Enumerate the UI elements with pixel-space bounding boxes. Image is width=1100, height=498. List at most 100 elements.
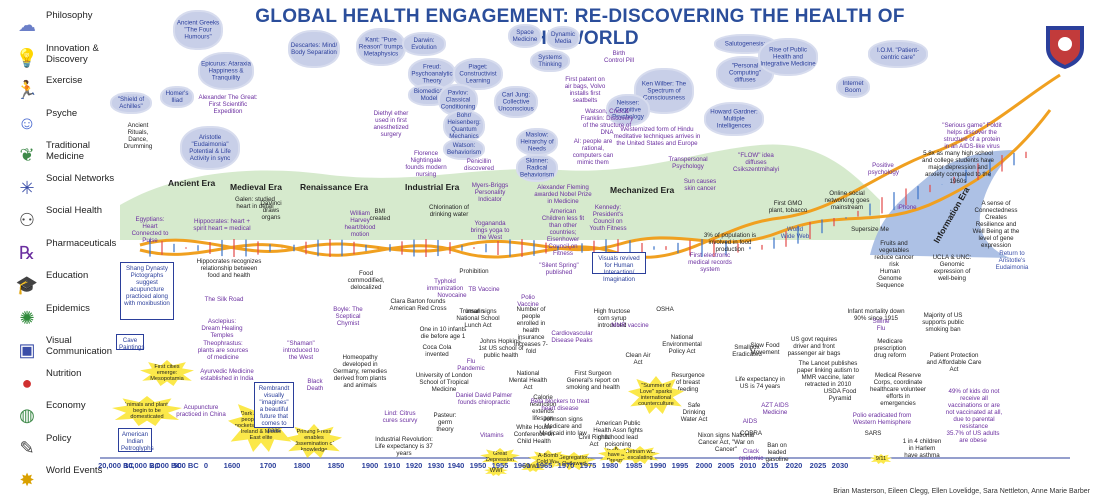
cloud-text: Pavlov: Classical Conditioning: [440, 89, 476, 111]
legend-label: Exercise: [46, 75, 83, 86]
era-industrial: Industrial Era: [405, 182, 460, 192]
legend-item: ▣Visual Communication: [0, 333, 112, 367]
cloud-text: Freud: Psychoanalytic Theory: [411, 63, 453, 85]
cloud-text: Skinner: Radical Behaviorism: [519, 157, 555, 179]
axis-year-label: 20,000 BC: [98, 461, 134, 470]
event-label: Patient Protection and Affordable Care A…: [926, 352, 982, 373]
event-label: 3% of population is involved in food pro…: [703, 232, 757, 253]
event-label: BMI created: [369, 208, 391, 222]
event-label: First electronic medical records system: [688, 252, 732, 273]
event-label: First GMO plant, tobacco: [768, 200, 808, 214]
event-label: OSHA: [656, 306, 674, 313]
cloud-text: Rise of Public Health and Integrative Me…: [760, 46, 816, 68]
axis-year-label: 1970: [557, 461, 575, 470]
event-label: Polio eradicated from Western Hemisphere: [852, 412, 912, 426]
philosophy-cloud: I.O.M. "Patient-centric care": [870, 42, 926, 66]
philosophy-cloud: Descartes: Mind/ Body Separation: [290, 32, 338, 66]
mortarboard-icon: 🎓: [15, 275, 39, 295]
event-label: World Wide Web: [780, 226, 810, 240]
axis-year-label: 1930: [427, 461, 445, 470]
event-label: Black Death: [306, 378, 324, 392]
world-event-burst: Great Depression: [480, 448, 520, 466]
philosophy-cloud: Rise of Public Health and Integrative Me…: [760, 40, 816, 74]
axis-year-label: 1995: [671, 461, 689, 470]
philosophy-cloud: Dynamic Media: [548, 28, 578, 48]
legend-item: 🏃 Exercise: [0, 73, 110, 107]
philosophy-cloud: Space Medicine: [510, 26, 540, 46]
axis-year-label: 2025: [809, 461, 827, 470]
philosophy-cloud: Skinner: Radical Behaviorism: [518, 156, 556, 180]
event-label: Yogananda brings yoga to the West: [470, 220, 510, 241]
axis-year-label: 1700: [259, 461, 277, 470]
cloud-text: Bohr/ Heisenberg: Quantum Mechanics: [447, 112, 481, 140]
policy-icon: ✎: [19, 437, 35, 458]
event-label: Transpersonal Psychology: [668, 156, 708, 170]
helix-rungs: [149, 151, 1027, 257]
event-label: Online social networking goes mainstream: [824, 190, 870, 211]
event-label: The Silk Road: [204, 296, 244, 303]
event-label: The Lancet publishes paper linking autis…: [797, 360, 859, 388]
event-label: Resurgence of breast feeding: [671, 372, 705, 393]
cloud-text: Internet Boom: [842, 80, 864, 94]
axis-year-label: 1975: [579, 461, 597, 470]
event-label: William Harvey heart/blood motion: [344, 210, 376, 238]
event-label: "Shaman" introduced to the West: [283, 340, 319, 361]
cloud-text: Biomedical Model: [413, 88, 445, 102]
event-label: Beta blockers to treat heart disease: [530, 398, 590, 412]
event-label: Majority of US supports public smoking b…: [922, 312, 964, 333]
event-label: Daniel David Palmer founds chiropractic: [455, 392, 513, 406]
event-label: First Surgeon General's report on smokin…: [566, 370, 620, 391]
cloud-text: Aristotle "Eudaimonia" Potential & Life …: [189, 134, 231, 162]
philosophy-cloud: Maslow: Heirarchy of Needs: [518, 130, 556, 154]
philosophy-cloud: Ancient Greeks "The Four Humours": [175, 12, 221, 48]
event-label: Florence Nightingale founds modern nursi…: [405, 150, 447, 178]
era-medieval: Medieval Era: [230, 182, 282, 192]
legend-item: ☺Psyche: [0, 106, 110, 140]
rx-icon: ℞: [18, 242, 36, 263]
cloud-text: Watson: Behaviorism: [446, 142, 482, 156]
fitness-icon: 🏃: [15, 80, 39, 100]
event-label: Hippocrates: heart + spirit heart = medi…: [193, 218, 251, 232]
world-event-burst: Segregation Outlawed: [552, 452, 596, 470]
event-label: Chlorination of drinking water: [429, 204, 469, 218]
cloud-text: Systems Thinking: [538, 54, 562, 68]
event-label: Boyle: The Sceptical Chymist: [333, 306, 363, 327]
philosophy-cloud: "Shield of Achilles": [112, 94, 150, 112]
visual-communication-box: Visuals revived for Human Interaction/ I…: [592, 252, 646, 283]
cloud-text: "Shield of Achilles": [117, 96, 145, 110]
event-label: Ayurvedic Medicine established in India: [200, 368, 254, 382]
philosophy-cloud: Piaget: Constructivist Learning: [455, 60, 501, 88]
head-icon: ☺: [17, 112, 37, 133]
event-label: One in 10 infants die before age 1: [419, 326, 467, 340]
philosophy-cloud: Howard Gardner: Multiple Intelligences: [706, 104, 762, 134]
axis-year-label: 2000: [695, 461, 713, 470]
event-label: Swine Flu: [872, 318, 890, 332]
philosophy-cloud: Watson: Behaviorism: [445, 140, 483, 158]
legend-label: Visual Communication: [46, 335, 112, 357]
event-label: AZT AIDS Medicine: [761, 402, 789, 416]
event-label: Positive psychology: [868, 162, 899, 176]
world-event-burst: A-Bomb Cold War: [528, 450, 568, 468]
axis-year-label: 1920: [405, 461, 423, 470]
philosophy-cloud: Aristotle "Eudaimonia" Potential & Life …: [182, 128, 238, 168]
legend-item: ✳Social Networks: [0, 171, 114, 205]
axis-year-label: 500 BC: [173, 461, 199, 470]
event-label: Medical Reserve Corps, coordinate health…: [869, 372, 927, 407]
axis-year-label: 1985: [625, 461, 643, 470]
axis-year-label: 2005: [717, 461, 735, 470]
legend-item: ❦Traditional Medicine: [0, 138, 110, 172]
event-label: Egyptians: Heart Connected to Pulse: [131, 216, 169, 244]
legend-label: Policy: [46, 432, 72, 444]
event-label: MMR vaccine: [611, 322, 649, 329]
event-label: Nixon signs National Cancer Act, "War on…: [697, 432, 755, 453]
event-label: DaVinci draws organs: [260, 200, 282, 221]
event-label: Return to Aristotle's Eudaimonia: [995, 250, 1029, 271]
event-label: Truman signs National School Lunch Act: [456, 308, 500, 329]
star-icon: ✸: [19, 470, 35, 490]
event-label: Prohibition: [459, 268, 489, 275]
burst-text: WWII: [526, 464, 540, 470]
visual-communication-box: Cave Paintings: [116, 334, 144, 351]
event-label: National Mental Health Act: [508, 370, 548, 391]
event-label: "FLOW" idea diffuses Csikszentmihalyi: [732, 152, 780, 173]
event-label: Fruits and vegetables reduce cancer risk: [874, 240, 914, 268]
